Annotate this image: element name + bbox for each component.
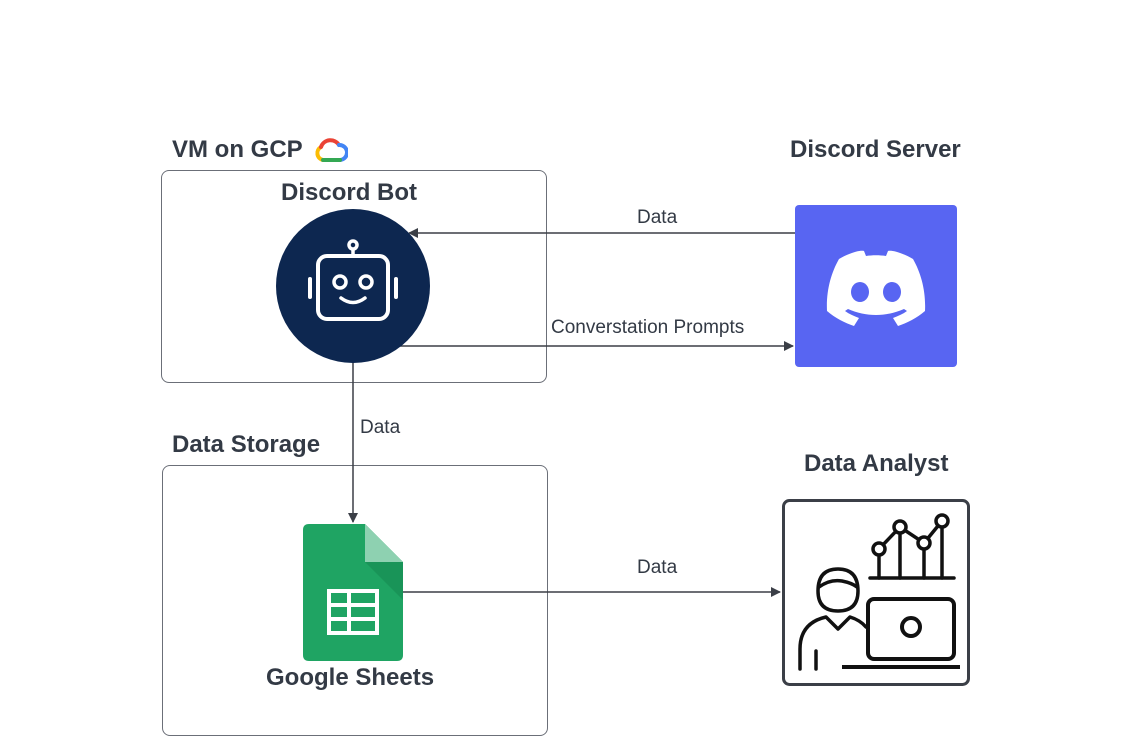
robot-icon — [276, 209, 430, 363]
discord-logo-icon — [795, 205, 957, 367]
google-cloud-icon — [314, 136, 349, 164]
edge-label-bot-to-sheets: Data — [360, 417, 401, 438]
vm-group-title: VM on GCP — [172, 136, 303, 163]
google-sheets-title: Google Sheets — [266, 664, 435, 691]
edge-label-bot-to-discord: Converstation Prompts — [551, 317, 745, 338]
discord-server-title: Discord Server — [790, 136, 961, 163]
edge-label-sheets-to-analyst: Data — [637, 557, 678, 578]
data-analyst-title: Data Analyst — [804, 450, 949, 477]
discord-bot-title: Discord Bot — [281, 179, 418, 206]
edge-label-discord-to-bot: Data — [637, 207, 678, 228]
data-analyst-icon — [782, 499, 970, 686]
google-sheets-icon — [303, 524, 403, 661]
storage-group-title: Data Storage — [172, 431, 321, 458]
